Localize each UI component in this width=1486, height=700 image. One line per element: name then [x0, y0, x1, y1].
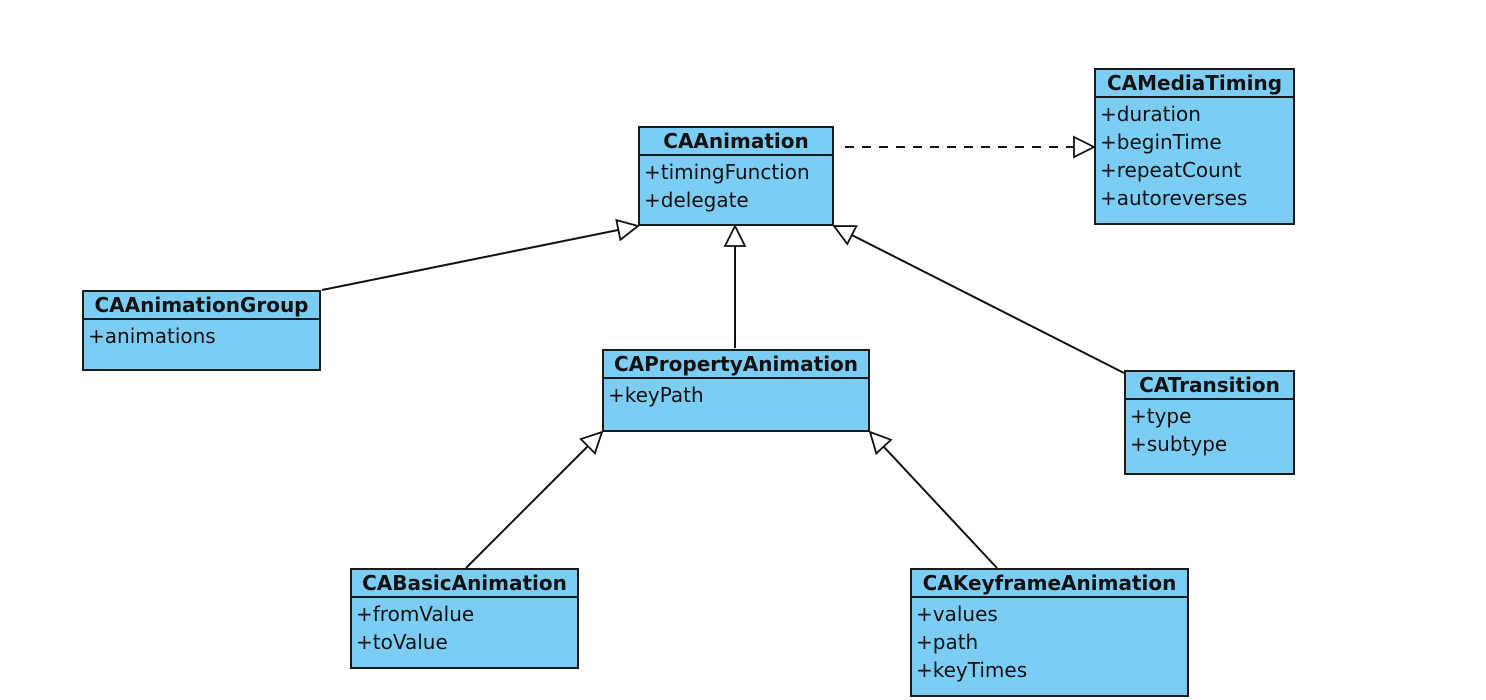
attribute: +subtype — [1130, 432, 1228, 456]
inheritance-arrow-cakeyframeanimation-capropertyanimation — [870, 432, 998, 569]
class-box-cabasicanimation: CABasicAnimation +fromValue +toValue — [350, 568, 579, 669]
attribute: +toValue — [356, 630, 448, 654]
class-box-caanimation: CAAnimation +timingFunction +delegate — [638, 126, 834, 226]
attribute: +keyPath — [608, 383, 704, 407]
class-box-cakeyframeanimation: CAKeyframeAnimation +values +path +keyTi… — [910, 568, 1189, 697]
attribute: +values — [916, 602, 998, 626]
class-name: CAPropertyAnimation — [604, 351, 868, 379]
attribute: +type — [1130, 404, 1192, 428]
attribute: +autoreverses — [1100, 186, 1248, 210]
attribute-list: +type +subtype — [1126, 400, 1293, 458]
attribute: +keyTimes — [916, 658, 1028, 682]
attribute-list: +keyPath — [604, 379, 868, 409]
attribute-list: +animations — [84, 320, 319, 350]
attribute: +duration — [1100, 102, 1201, 126]
inheritance-arrow-caanimationgroup-caanimation — [321, 226, 638, 291]
attribute: +timingFunction — [644, 160, 810, 184]
class-box-catransition: CATransition +type +subtype — [1124, 370, 1295, 475]
class-box-camediatiming: CAMediaTiming +duration +beginTime +repe… — [1094, 68, 1295, 225]
class-box-caanimationgroup: CAAnimationGroup +animations — [82, 290, 321, 371]
attribute: +delegate — [644, 188, 749, 212]
class-box-capropertyanimation: CAPropertyAnimation +keyPath — [602, 349, 870, 432]
class-name: CAMediaTiming — [1096, 70, 1293, 98]
attribute: +fromValue — [356, 602, 475, 626]
attribute: +beginTime — [1100, 130, 1222, 154]
class-name: CAAnimationGroup — [84, 292, 319, 320]
attribute-list: +duration +beginTime +repeatCount +autor… — [1096, 98, 1293, 212]
inheritance-arrow-cabasicanimation-capropertyanimation — [465, 432, 602, 569]
attribute-list: +fromValue +toValue — [352, 598, 577, 656]
class-name: CAKeyframeAnimation — [912, 570, 1187, 598]
attribute-list: +timingFunction +delegate — [640, 156, 832, 214]
attribute: +repeatCount — [1100, 158, 1242, 182]
class-name: CATransition — [1126, 372, 1293, 400]
attribute-list: +values +path +keyTimes — [912, 598, 1187, 684]
attribute: +animations — [88, 324, 216, 348]
attribute: +path — [916, 630, 979, 654]
class-name: CABasicAnimation — [352, 570, 577, 598]
class-name: CAAnimation — [640, 128, 832, 156]
inheritance-arrow-catransition-caanimation — [834, 226, 1125, 374]
